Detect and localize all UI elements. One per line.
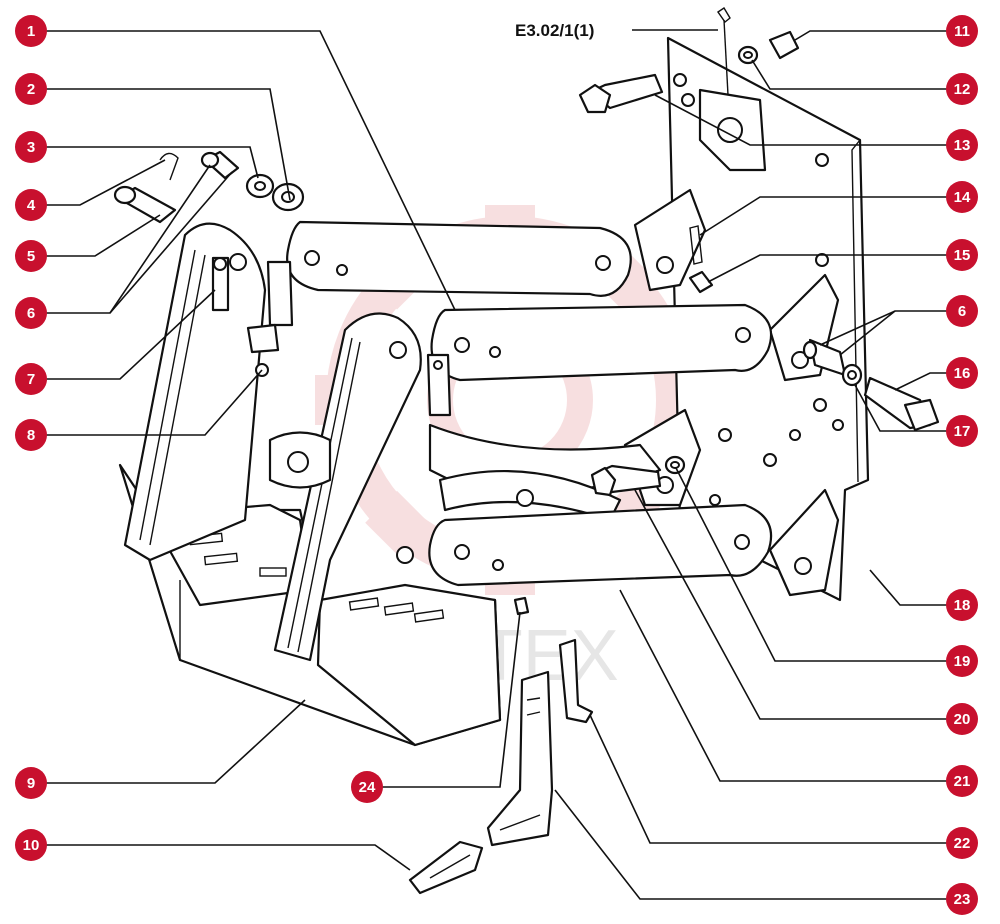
- loose-parts: [408, 596, 594, 895]
- callout-11[interactable]: 11: [946, 15, 978, 47]
- drawing-code: E3.02/1(1): [515, 21, 594, 40]
- callout-3[interactable]: 3: [15, 131, 47, 163]
- svg-text:14: 14: [954, 189, 971, 206]
- svg-text:18: 18: [954, 597, 971, 614]
- callout-8[interactable]: 8: [15, 419, 47, 451]
- callout-7[interactable]: 7: [15, 363, 47, 395]
- svg-text:5: 5: [27, 248, 35, 265]
- middle-link: [430, 303, 773, 382]
- hardware-right: [688, 225, 940, 432]
- svg-text:23: 23: [954, 891, 971, 908]
- svg-text:7: 7: [27, 371, 35, 388]
- callout-16[interactable]: 16: [946, 357, 978, 389]
- callout-22[interactable]: 22: [946, 827, 978, 859]
- hardware-top-left: [113, 150, 305, 224]
- callout-9[interactable]: 9: [15, 767, 47, 799]
- callout-10[interactable]: 10: [15, 829, 47, 861]
- svg-text:22: 22: [954, 835, 971, 852]
- hardware-center: [590, 455, 686, 497]
- front-frame-plate: [273, 312, 422, 662]
- top-link: [286, 220, 632, 297]
- callout-24[interactable]: 24: [351, 771, 383, 803]
- share: [408, 840, 484, 895]
- svg-text:1: 1: [27, 23, 35, 40]
- svg-text:21: 21: [954, 773, 971, 790]
- callout-6-right[interactable]: 6: [946, 295, 978, 327]
- svg-text:6: 6: [27, 305, 35, 322]
- svg-text:24: 24: [359, 779, 376, 796]
- leader-lines: [38, 29, 962, 900]
- callout-20[interactable]: 20: [946, 703, 978, 735]
- callout-6-left[interactable]: 6: [15, 297, 47, 329]
- svg-text:16: 16: [954, 365, 971, 382]
- callout-21[interactable]: 21: [946, 765, 978, 797]
- callout-15[interactable]: 15: [946, 239, 978, 271]
- callout-12[interactable]: 12: [946, 73, 978, 105]
- callout-19[interactable]: 19: [946, 645, 978, 677]
- svg-text:4: 4: [27, 197, 36, 214]
- svg-text:15: 15: [954, 247, 971, 264]
- clip: [558, 638, 594, 724]
- svg-text:11: 11: [954, 23, 970, 40]
- svg-text:6: 6: [958, 303, 966, 320]
- callout-5[interactable]: 5: [15, 240, 47, 272]
- callout-14[interactable]: 14: [946, 181, 978, 213]
- bottom-link: [428, 503, 773, 587]
- callout-4[interactable]: 4: [15, 189, 47, 221]
- callout-17[interactable]: 17: [946, 415, 978, 447]
- svg-text:17: 17: [954, 423, 971, 440]
- svg-text:2: 2: [27, 81, 35, 98]
- callout-2[interactable]: 2: [15, 73, 47, 105]
- svg-text:3: 3: [27, 139, 35, 156]
- tine: [486, 670, 554, 847]
- callout-1[interactable]: 1: [15, 15, 47, 47]
- callout-23[interactable]: 23: [946, 883, 978, 915]
- svg-text:19: 19: [954, 653, 971, 670]
- svg-text:9: 9: [27, 775, 35, 792]
- svg-text:8: 8: [27, 427, 35, 444]
- hardware-top-right: [578, 7, 800, 114]
- svg-text:20: 20: [954, 711, 971, 728]
- assembly-drawing: [113, 7, 940, 895]
- callout-13[interactable]: 13: [946, 129, 978, 161]
- svg-text:12: 12: [954, 81, 971, 98]
- callout-18[interactable]: 18: [946, 589, 978, 621]
- svg-text:13: 13: [954, 137, 971, 154]
- svg-text:10: 10: [23, 837, 40, 854]
- rear-frame-plate: [123, 222, 267, 562]
